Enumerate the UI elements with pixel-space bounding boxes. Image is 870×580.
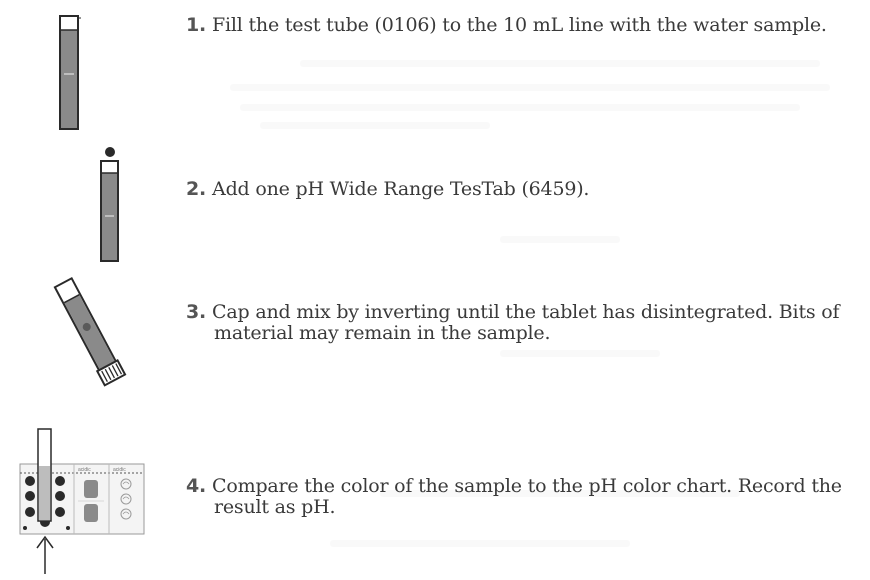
- step-2-number: 2.: [186, 178, 207, 200]
- step-4-number: 4.: [186, 475, 207, 497]
- step-4-line-1: Compare the color of the sample to the p…: [212, 475, 842, 497]
- step-3-line-1: Cap and mix by inverting until the table…: [212, 301, 840, 323]
- tilted-tube-icon: [50, 270, 130, 398]
- chart-card-col1-label: acidic: [78, 467, 91, 473]
- step-3-text: 3.Cap and mix by inverting until the tab…: [186, 301, 840, 344]
- step-3-line-2: material may remain in the sample.: [214, 322, 551, 344]
- step-4-text: 4.Compare the color of the sample to the…: [186, 476, 842, 518]
- step-2-instruction: Add one pH Wide Range TesTab (6459).: [212, 178, 590, 200]
- step-3-number: 3.: [186, 301, 207, 323]
- color-chart-icon: acidic acidic: [18, 426, 148, 580]
- step-1-text: 1.Fill the test tube (0106) to the 10 mL…: [186, 15, 827, 36]
- tablet-drop-icon: [96, 146, 124, 270]
- test-tube-filled-icon: [58, 14, 82, 136]
- step-1-number: 1.: [186, 14, 207, 36]
- chart-card-col2-label: acidic: [113, 467, 126, 473]
- step-4-line-2: result as pH.: [214, 496, 336, 518]
- step-2-text: 2.Add one pH Wide Range TesTab (6459).: [186, 179, 589, 200]
- step-1-instruction: Fill the test tube (0106) to the 10 mL l…: [212, 14, 827, 36]
